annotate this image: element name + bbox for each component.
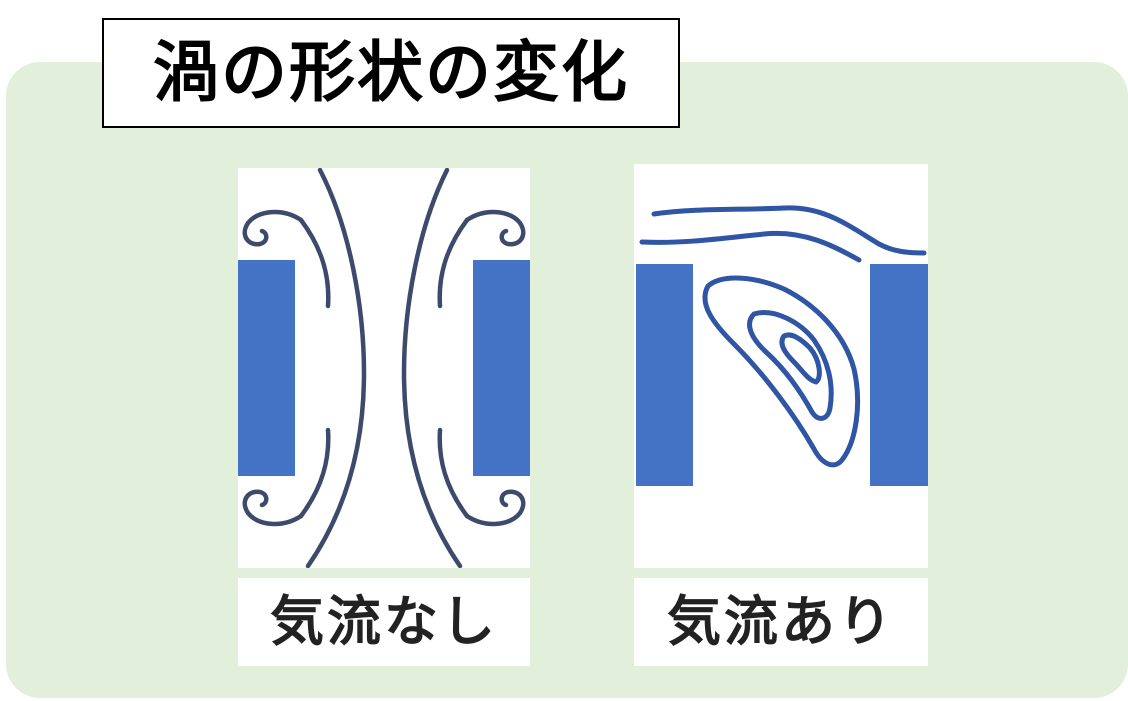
vortex-bottom-right: [464, 489, 526, 527]
vortex-diagram-with-airflow: [636, 205, 928, 486]
vortex-inner-loop: [779, 332, 822, 385]
streamline-right-lower-arc: [437, 427, 470, 519]
vortex-top-left: [242, 209, 304, 247]
airflow-streamline-top: [651, 205, 927, 256]
left-wall: [636, 264, 693, 486]
streamline-right-outer: [401, 168, 463, 568]
caption-with-airflow-text: 気流あり: [667, 590, 895, 653]
vortex-middle-loop: [747, 310, 834, 421]
title-box: 渦の形状の変化: [102, 18, 680, 128]
right-wall: [870, 264, 928, 486]
right-wall: [473, 260, 530, 476]
vortex-bottom-left: [242, 489, 304, 527]
caption-no-airflow-text: 気流なし: [270, 590, 498, 653]
streamline-left-outer: [305, 168, 367, 568]
vortex-diagram-no-airflow: [238, 168, 530, 568]
streamline-right-upper-arc: [437, 217, 470, 309]
left-wall: [238, 260, 295, 476]
diagram-with-airflow: [634, 164, 928, 568]
vortex-top-right: [464, 209, 526, 247]
streamline-left-lower-arc: [298, 427, 331, 519]
streamline-left-upper-arc: [298, 217, 331, 309]
page-title: 渦の形状の変化: [153, 34, 629, 111]
caption-no-airflow: 気流なし: [238, 578, 530, 666]
vortex-outer-loop: [702, 275, 861, 468]
caption-with-airflow: 気流あり: [634, 578, 928, 666]
diagram-no-airflow: [238, 168, 530, 568]
airflow-streamline-lower: [639, 230, 862, 263]
background-panel: [6, 62, 1128, 698]
